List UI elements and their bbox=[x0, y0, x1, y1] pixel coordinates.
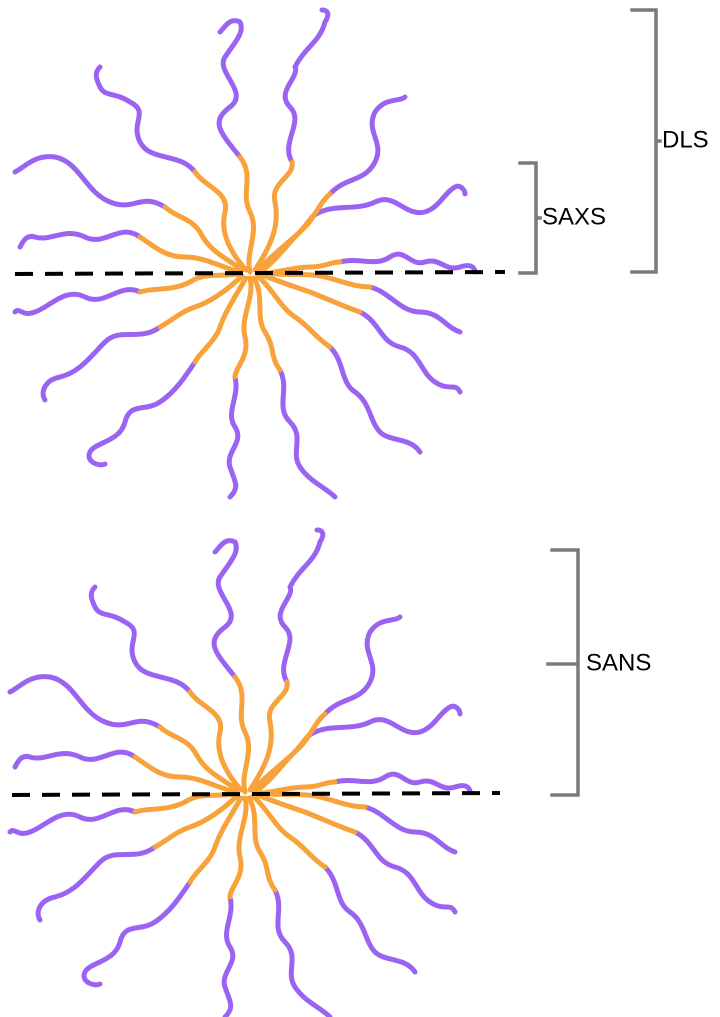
midline-top bbox=[14, 270, 506, 276]
micelle-bottom bbox=[10, 530, 470, 1017]
dls-bracket bbox=[630, 8, 662, 274]
micelle-top bbox=[15, 10, 475, 497]
saxs-bracket bbox=[518, 161, 542, 275]
sans-label: SANS bbox=[586, 649, 651, 676]
sans-bracket bbox=[546, 548, 580, 797]
saxs-label: SAXS bbox=[542, 203, 606, 230]
dls-label: DLS bbox=[662, 126, 709, 153]
midline-bottom bbox=[11, 791, 501, 797]
